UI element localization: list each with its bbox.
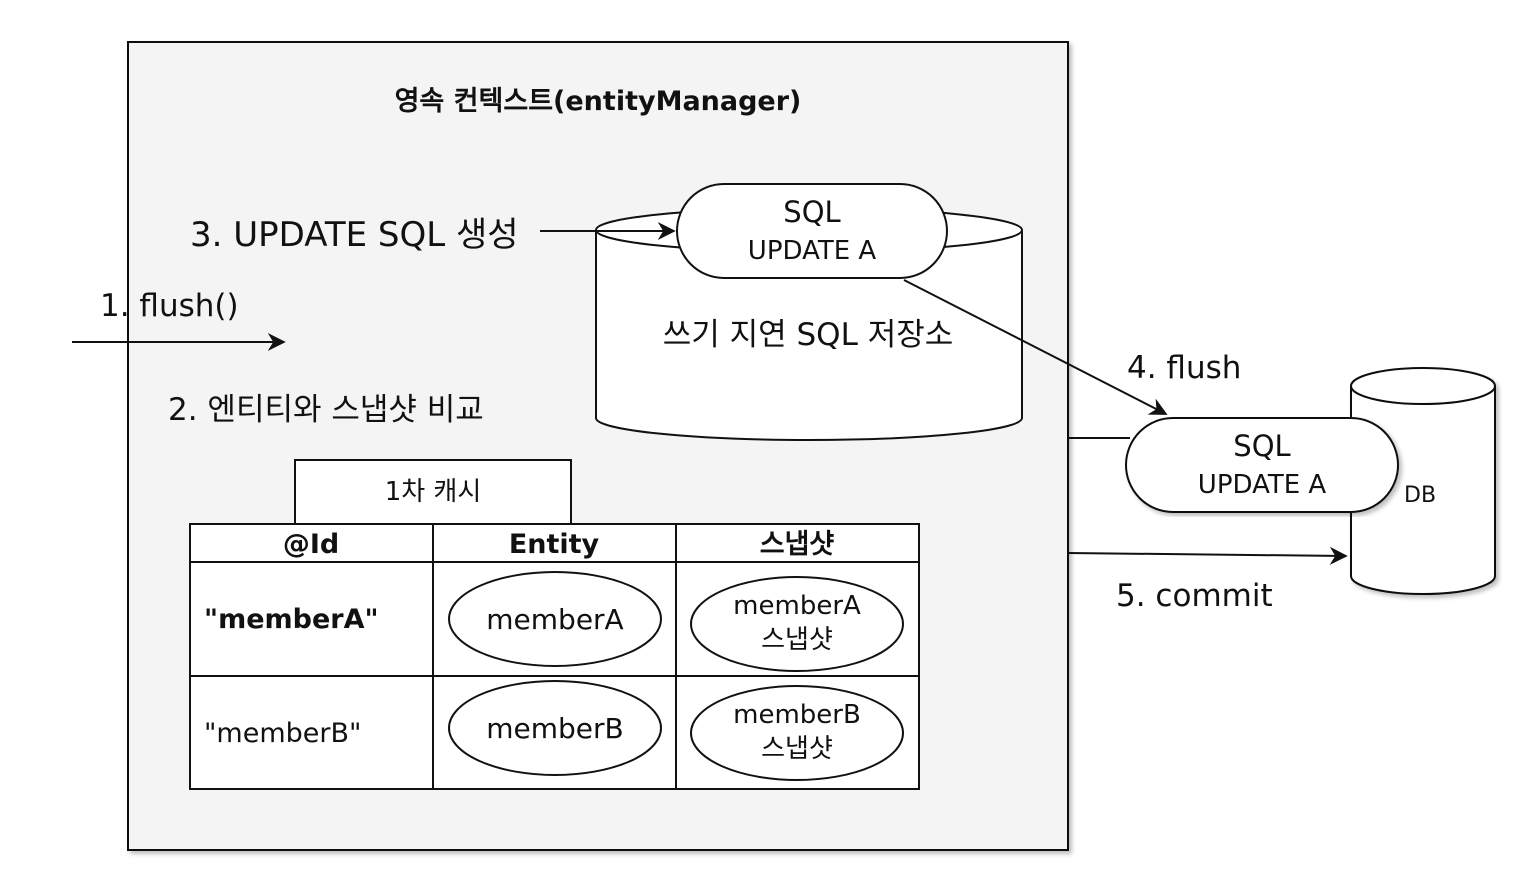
sql-store-pill [676,183,948,279]
step-commit: 5. commit [1116,578,1273,614]
sql-store-pill-statement: UPDATE A [748,236,877,266]
sql-store-label: 쓰기 지연 SQL 저장소 [663,317,954,353]
snapshot-ellipse [690,685,904,781]
entity-name: memberA [486,603,623,636]
entity-ellipse [448,571,662,667]
header-snapshot: 스냅샷 [760,529,835,560]
step-compare: 2. 엔티티와 스냅샷 비교 [168,392,484,428]
header-id: @Id [283,529,339,560]
cache-title-tab [294,459,572,525]
db-label: DB [1404,483,1436,508]
snapshot-name: memberA [733,591,861,621]
snapshot-ellipse [690,576,904,672]
row-id: "memberA" [204,604,379,635]
snapshot-suffix: 스냅샷 [761,734,833,764]
step-flush: 4. flush [1127,350,1241,386]
commit-arrow [1067,546,1348,565]
sql-store-pill-title: SQL [783,195,840,229]
db-sql-pill-title: SQL [1233,429,1290,463]
flush-arrow [903,279,1168,415]
entity-name: memberB [486,712,624,745]
db-sql-pill-statement: UPDATE A [1198,470,1327,500]
cache-title: 1차 캐시 [385,477,482,507]
row-id: "memberB" [204,718,361,749]
context-title: 영속 컨텍스트(entityManager) [395,86,802,117]
snapshot-suffix: 스냅샷 [761,625,833,655]
step-flush-call: 1. flush() [100,288,239,324]
table-row: "memberA" memberA memberA 스냅샷 [204,571,904,672]
entity-ellipse [448,680,662,776]
db-sql-pill [1125,417,1399,513]
snapshot-name: memberB [733,700,861,730]
header-entity: Entity [509,529,600,560]
step-generate: 3. UPDATE SQL 생성 [190,215,519,255]
table-row: "memberB" memberB memberB 스냅샷 [204,680,904,781]
